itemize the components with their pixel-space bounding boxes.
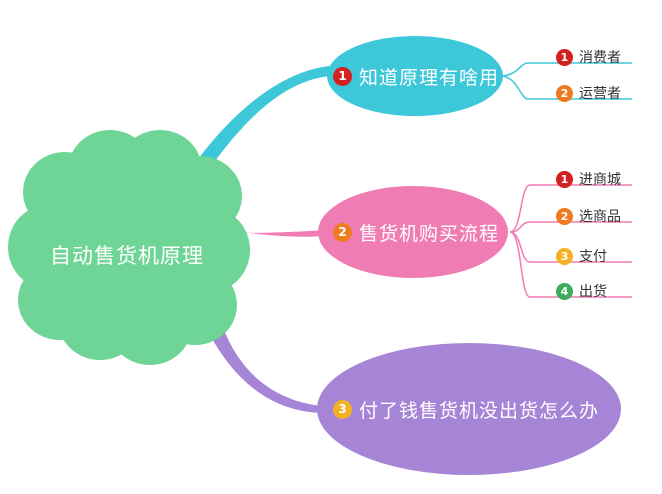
subtopic-1-2-label: 运营者: [579, 86, 621, 102]
topic-3: 3 付了钱售货机没出货怎么办: [333, 396, 599, 422]
topic-2-label: 售货机购买流程: [359, 222, 500, 245]
central-node: [8, 130, 250, 365]
subtopic-1-1-label: 消费者: [579, 50, 621, 66]
subtopic-2-4-number-badge: 4: [556, 282, 573, 300]
topic-3-label: 付了钱售货机没出货怎么办: [359, 399, 600, 422]
central-label: 自动售货机原理: [50, 244, 204, 268]
topic-1-number-badge: 1: [333, 66, 352, 86]
topic-node-3: [317, 343, 621, 475]
subtopic-1-1-number-badge: 1: [556, 48, 573, 66]
subtopic-2-3-label: 支付: [579, 249, 607, 265]
connectors-topic-2: [509, 184, 632, 298]
subtopic-2-1-label: 进商城: [579, 172, 621, 188]
topic-2-number-badge: 2: [333, 222, 352, 242]
branch-topic-3: [210, 330, 322, 413]
subtopic-2-3-number-badge: 3: [556, 247, 573, 265]
subtopic-2-2-label: 选商品: [579, 209, 621, 225]
subtopic-2-4-label: 出货: [579, 284, 607, 300]
topic-1: 1 知道原理有啥用: [333, 63, 499, 89]
subtopic-2-1: 1 进商城: [556, 169, 621, 189]
topic-3-number-badge: 3: [333, 399, 352, 419]
subtopic-2-1-number-badge: 1: [556, 170, 573, 188]
topic-node-2: [318, 186, 508, 278]
topic-node-1: [327, 36, 503, 116]
topic-1-label: 知道原理有啥用: [359, 66, 500, 89]
subtopic-2-4: 4 出货: [556, 281, 607, 301]
subtopic-1-1: 1 消费者: [556, 47, 621, 67]
connectors-topic-1: [499, 62, 632, 100]
branch-topic-2: [234, 230, 322, 237]
branch-topic-1: [190, 66, 330, 175]
subtopic-1-2-number-badge: 2: [556, 84, 573, 102]
subtopic-2-2: 2 选商品: [556, 206, 621, 226]
topic-2: 2 售货机购买流程: [333, 219, 499, 245]
subtopic-2-3: 3 支付: [556, 246, 607, 266]
subtopic-1-2: 2 运营者: [556, 83, 621, 103]
subtopic-2-2-number-badge: 2: [556, 207, 573, 225]
